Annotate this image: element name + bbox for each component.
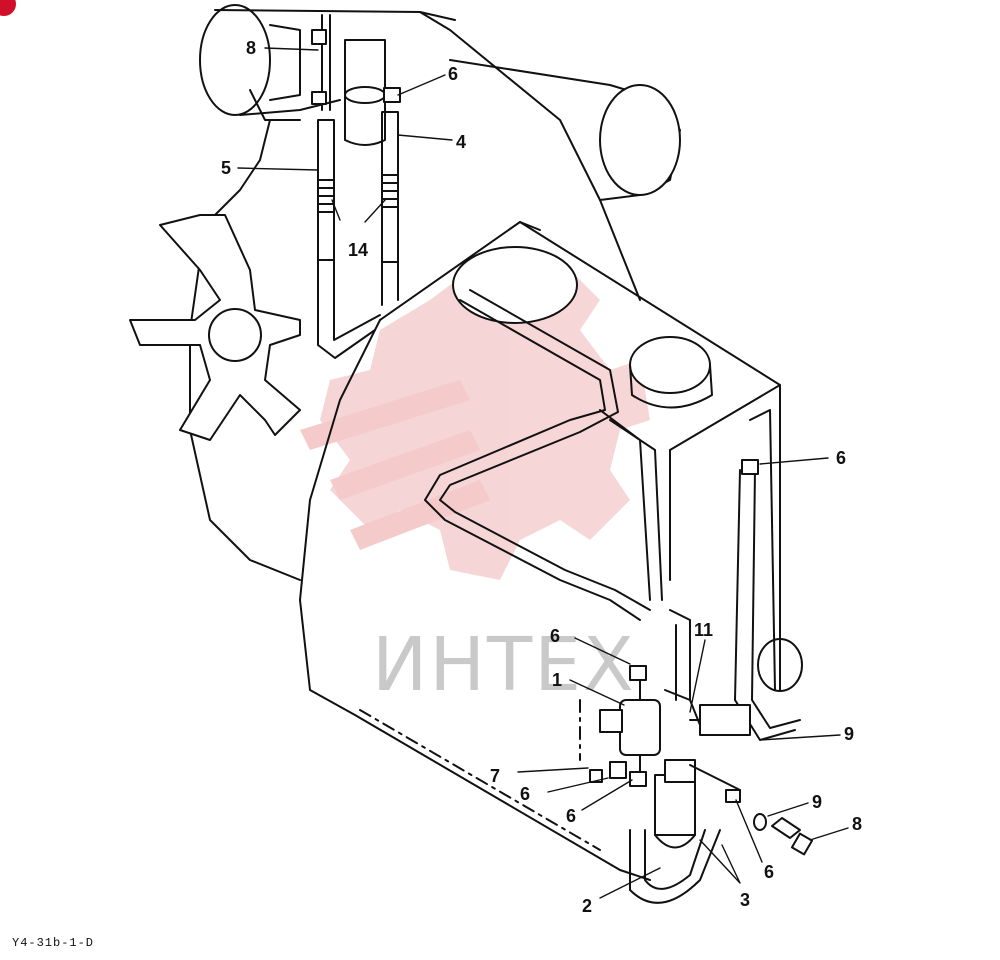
callout-10: 6 bbox=[520, 784, 530, 804]
callout-13: 14 bbox=[348, 240, 368, 260]
callout-7: 8 bbox=[246, 38, 256, 58]
callout-6-low: 6 bbox=[566, 806, 576, 826]
figure-code: Y4-31b-1-D bbox=[12, 936, 95, 950]
watermark-logo bbox=[300, 260, 650, 580]
callout-11: 7 bbox=[490, 766, 500, 786]
corner-marker bbox=[0, 0, 16, 16]
bolt-and-washer bbox=[753, 813, 814, 856]
callout-5: 5 bbox=[221, 158, 231, 178]
callout-14: 11 bbox=[694, 620, 713, 640]
upper-pump bbox=[311, 29, 401, 146]
fuel-pipe-upper bbox=[424, 289, 663, 621]
return-pipe-right bbox=[734, 409, 803, 741]
leader-lines bbox=[237, 47, 849, 899]
callout-6-mid: 6 bbox=[550, 626, 560, 646]
callout-6-bottom: 6 bbox=[764, 862, 774, 882]
fuel-tank bbox=[299, 221, 781, 881]
air-cleaner bbox=[199, 4, 456, 116]
callout-8: 8 bbox=[852, 814, 862, 834]
callout-6-right: 6 bbox=[836, 448, 846, 468]
callout-6-top: 6 bbox=[448, 64, 458, 84]
callout-12: 9 bbox=[844, 724, 854, 744]
callout-9: 9 bbox=[812, 792, 822, 812]
cooling-fan bbox=[129, 214, 301, 441]
line-art bbox=[129, 4, 849, 904]
callout-4: 4 bbox=[456, 132, 466, 152]
watermark-text: ИНТЕХ bbox=[372, 622, 636, 708]
callout-1: 1 bbox=[552, 670, 562, 690]
callout-3: 3 bbox=[740, 890, 750, 910]
callout-labels: 8 6 4 5 14 6 6 11 1 9 7 6 9 6 8 6 2 3 bbox=[221, 38, 862, 916]
lower-filter-assembly bbox=[589, 609, 751, 904]
engine-block bbox=[189, 11, 681, 581]
callout-2: 2 bbox=[582, 896, 592, 916]
hose-4-5 bbox=[317, 14, 399, 359]
